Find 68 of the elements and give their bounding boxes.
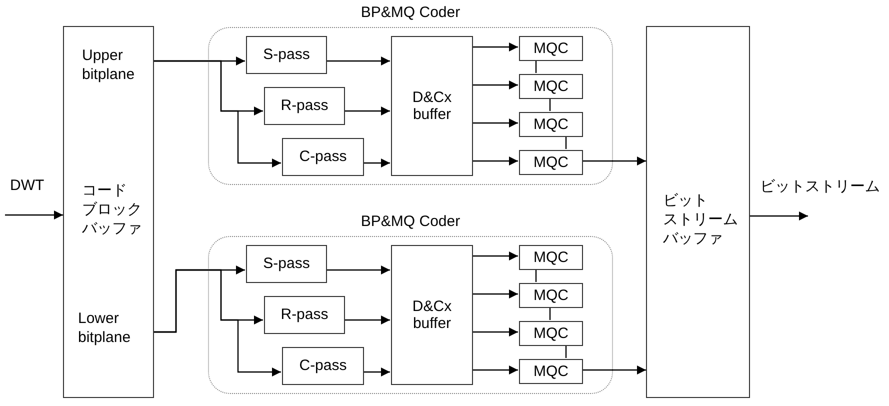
- arrow: [582, 156, 646, 166]
- box-label: MQC: [534, 78, 568, 96]
- box-label: R-pass: [280, 306, 328, 324]
- pass-box: [246, 245, 327, 283]
- arrow: [344, 106, 390, 116]
- connector-line: [535, 269, 537, 282]
- box-label: C-pass: [299, 357, 347, 375]
- arrow: [363, 368, 390, 376]
- group-heading: BP&MQ Coder: [360, 213, 460, 230]
- arrow: [154, 60, 281, 168]
- connector-line: [535, 60, 537, 73]
- box-label: D&Cx buffer: [411, 88, 453, 124]
- arrow: [472, 252, 518, 260]
- arrow: [472, 80, 518, 90]
- edge-label: ビットストリーム: [760, 178, 880, 197]
- coder-box: [519, 36, 583, 61]
- connector-line: [549, 98, 551, 111]
- box-label: MQC: [534, 248, 568, 266]
- pass-box: [282, 347, 364, 385]
- pass-box: [246, 36, 327, 74]
- arrow: [326, 266, 390, 274]
- arrow: [363, 158, 390, 168]
- coder-box: [519, 321, 583, 346]
- box-label: MQC: [534, 362, 568, 380]
- coder-box: [519, 74, 583, 99]
- box-label: S-pass: [263, 46, 310, 64]
- box-label: MQC: [534, 286, 568, 304]
- arrow: [154, 269, 281, 376]
- arrow: [582, 366, 646, 374]
- text-label: ビットストリームバッファ: [663, 192, 739, 248]
- text-label: Lower bitplane: [78, 310, 132, 348]
- text-label: Upper bitplane: [82, 47, 136, 84]
- buffer-box: [646, 26, 750, 398]
- arrow: [472, 328, 518, 336]
- box-label: S-pass: [263, 255, 310, 273]
- box-label: D&Cx buffer: [411, 298, 453, 332]
- buffer-box: [63, 26, 154, 398]
- box-label: MQC: [534, 40, 568, 58]
- box-label: MQC: [534, 116, 568, 134]
- arrow: [472, 366, 518, 374]
- pass-box: [264, 87, 345, 125]
- coder-box: [519, 359, 583, 384]
- coder-box: [519, 112, 583, 137]
- arrow: [750, 212, 808, 220]
- arrow: [5, 210, 63, 220]
- box-label: C-pass: [299, 148, 347, 166]
- buffer-box: [391, 245, 473, 385]
- connector-line: [565, 345, 567, 358]
- connector-line: [565, 136, 567, 149]
- box-label: MQC: [534, 154, 568, 172]
- pass-box: [264, 296, 345, 334]
- connector-line: [549, 307, 551, 320]
- buffer-box: [391, 36, 473, 176]
- box-label: R-pass: [280, 97, 328, 115]
- arrow: [472, 156, 518, 166]
- coder-box: [519, 245, 583, 270]
- coder-box: [519, 283, 583, 308]
- arrow: [472, 42, 518, 52]
- box-label: MQC: [534, 324, 568, 342]
- pass-box: [282, 138, 364, 176]
- arrow: [472, 290, 518, 298]
- arrow: [344, 316, 390, 324]
- text-label: コードブロックバッファ: [82, 182, 143, 238]
- group-heading: BP&MQ Coder: [360, 4, 460, 21]
- arrow: [326, 56, 390, 66]
- arrow: [472, 118, 518, 128]
- coder-box: [519, 150, 583, 175]
- edge-label: DWT: [10, 177, 44, 196]
